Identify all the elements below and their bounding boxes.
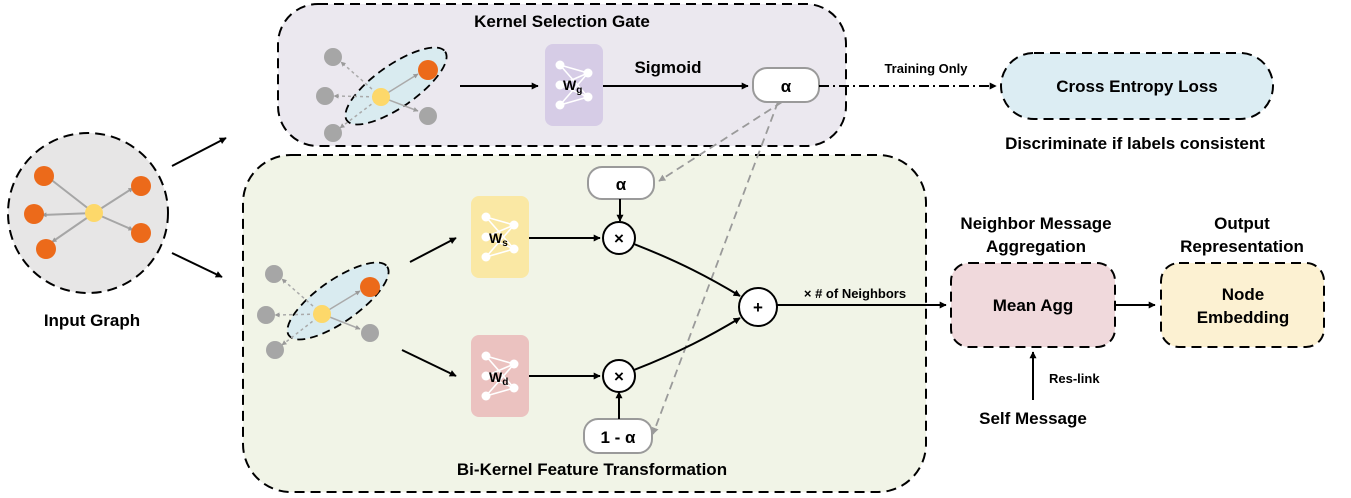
sigmoid-label: Sigmoid xyxy=(634,58,701,77)
bi-kernel-transform-panel xyxy=(242,154,927,493)
node-embedding-box xyxy=(1160,262,1325,348)
training-only-label: Training Only xyxy=(884,61,968,76)
wg-neural-network-icon xyxy=(555,60,593,110)
wg-block: Wg xyxy=(545,44,603,126)
res-link-label: Res-link xyxy=(1049,371,1100,386)
svg-text:Ws: Ws xyxy=(489,230,508,249)
transform-alpha-label: α xyxy=(616,175,627,194)
arrow-multiply-top-to-plus xyxy=(633,243,741,297)
neighbor-agg-title-line1: Neighbor Message xyxy=(960,214,1111,233)
gate-neighbor-graph-icon xyxy=(316,46,448,142)
svg-text:×: × xyxy=(614,367,624,386)
discriminate-label: Discriminate if labels consistent xyxy=(1005,134,1265,153)
node-embedding-line2: Embedding xyxy=(1197,308,1290,327)
alpha-link-to-one-minus-alpha xyxy=(651,101,779,435)
cross-entropy-loss-box xyxy=(1000,52,1274,120)
gate-title: Kernel Selection Gate xyxy=(474,12,650,31)
neighbor-agg-title-line2: Aggregation xyxy=(986,237,1086,256)
arrow-graph-to-ws xyxy=(409,237,457,263)
transform-neighbor-graph-icon xyxy=(257,261,390,359)
gate-alpha-label: α xyxy=(781,77,792,96)
arrow-input-to-transform xyxy=(171,252,223,278)
svg-text:+: + xyxy=(753,298,763,317)
self-message-label: Self Message xyxy=(979,409,1087,428)
alpha-link-to-alpha xyxy=(658,101,783,182)
plus-icon: + xyxy=(738,287,778,327)
svg-text:Wd: Wd xyxy=(489,369,508,388)
ws-neural-network-icon xyxy=(481,212,519,262)
output-title-line2: Representation xyxy=(1180,237,1304,256)
svg-text:Wg: Wg xyxy=(563,77,582,96)
input-graph-icon xyxy=(7,132,169,294)
multiply-top-icon: × xyxy=(602,221,636,255)
cross-entropy-loss-label: Cross Entropy Loss xyxy=(1056,77,1218,96)
arrow-graph-to-wd xyxy=(401,349,457,377)
multiply-bottom-icon: × xyxy=(602,359,636,393)
wd-neural-network-icon xyxy=(481,351,519,401)
ws-block: Ws xyxy=(471,196,529,278)
arrow-input-to-gate xyxy=(171,137,227,167)
mean-agg-label: Mean Agg xyxy=(993,296,1074,315)
output-title-line1: Output xyxy=(1214,214,1270,233)
node-embedding-line1: Node xyxy=(1222,285,1265,304)
wd-block: Wd xyxy=(471,335,529,417)
svg-text:×: × xyxy=(614,229,624,248)
input-graph-label: Input Graph xyxy=(44,311,140,330)
num-neighbors-label: × # of Neighbors xyxy=(804,286,906,301)
bikernel-title: Bi-Kernel Feature Transformation xyxy=(457,460,727,479)
arrow-multiply-bottom-to-plus xyxy=(633,317,741,371)
one-minus-alpha-label: 1 - α xyxy=(600,428,636,447)
